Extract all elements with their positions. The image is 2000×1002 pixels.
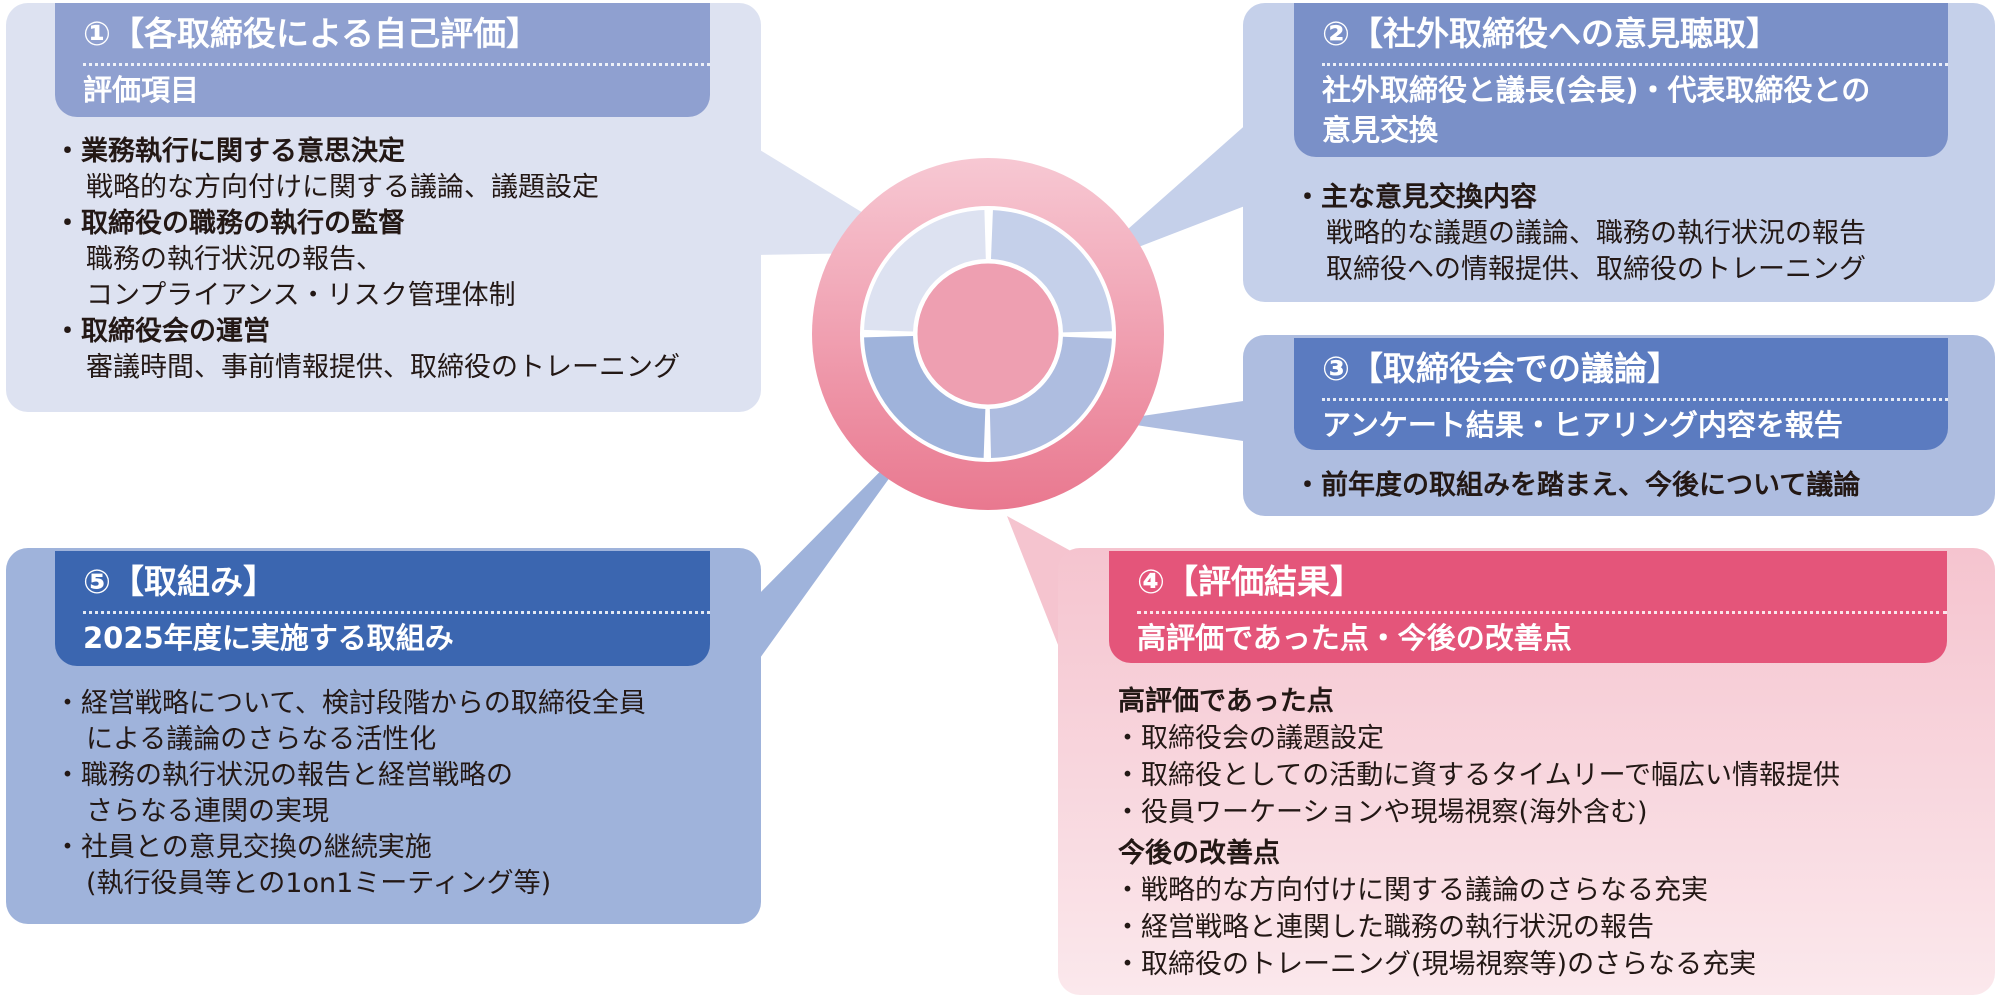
panel-subtitle: アンケート結果・ヒアリング内容を報告 — [1322, 408, 1843, 442]
outside-director-hearing-items: 主な意見交換内容 戦略的な議題の議論、職務の執行状況の報告 取締役への情報提供、… — [1298, 180, 1866, 288]
initiative-line: (執行役員等との1on1ミーティング等) — [86, 868, 552, 899]
good-point: 取締役としての活動に資するタイムリーで幅広い情報提供 — [1114, 757, 1840, 794]
initiative-line: 経営戦略について、検討段階からの取締役全員 — [54, 686, 646, 722]
item-line: コンプライアンス・リスク管理体制 — [86, 280, 516, 311]
item-heading: 業務執行に関する意思決定 — [54, 134, 680, 170]
improvement-point: 取締役のトレーニング(現場視察等)のさらなる充実 — [1114, 946, 1840, 983]
panel-title: ②【社外取締役への意見聴取】 — [1322, 9, 1948, 66]
panel-subtitle: 社外取締役と議長(会長)・代表取締役との — [1322, 73, 1871, 107]
self-evaluation-items: 業務執行に関する意思決定 戦略的な方向付けに関する議論、議題設定 取締役の職務の… — [58, 134, 680, 386]
panel-subtitle: 高評価であった点・今後の改善点 — [1137, 621, 1572, 655]
good-point: 取締役会の議題設定 — [1114, 720, 1840, 757]
item-line: 職務の執行状況の報告、 — [86, 244, 383, 275]
item-line: 審議時間、事前情報提供、取締役のトレーニング — [86, 352, 680, 383]
inner-circle — [914, 260, 1062, 408]
panel-title: ①【各取締役による自己評価】 — [83, 9, 710, 66]
evaluation-results-header: ④【評価結果】 高評価であった点・今後の改善点 — [1109, 551, 1947, 663]
item-line: 戦略的な議題の議論、職務の執行状況の報告 — [1326, 218, 1866, 249]
panel-title: ③【取締役会での議論】 — [1322, 344, 1948, 401]
initiatives-header: ⑤【取組み】 2025年度に実施する取組み — [55, 551, 710, 666]
item-line: 戦略的な方向付けに関する議論、議題設定 — [86, 172, 599, 203]
initiative-line: 職務の執行状況の報告と経営戦略の — [54, 758, 646, 794]
pointer-5 — [755, 420, 931, 665]
item-heading: 取締役会の運営 — [54, 314, 680, 350]
panel-subtitle: 2025年度に実施する取組み — [83, 621, 454, 655]
improvement-point: 戦略的な方向付けに関する議論のさらなる充実 — [1114, 872, 1840, 909]
panel-subtitle: 意見交換 — [1322, 113, 1439, 147]
panel-subtitle: 評価項目 — [83, 73, 200, 107]
panel-title: ④【評価結果】 — [1137, 557, 1947, 614]
initiatives-items: 経営戦略について、検討段階からの取締役全員 による議論のさらなる活性化 職務の執… — [58, 686, 646, 902]
outside-director-hearing-header: ②【社外取締役への意見聴取】 社外取締役と議長(会長)・代表取締役との 意見交換 — [1294, 3, 1948, 157]
good-point: 役員ワーケーションや現場視察(海外含む) — [1114, 794, 1840, 831]
initiative-line: による議論のさらなる活性化 — [86, 724, 437, 755]
evaluation-results-items: 高評価であった点 取締役会の議題設定 取締役としての活動に資するタイムリーで幅広… — [1118, 683, 1840, 983]
item-line: 取締役への情報提供、取締役のトレーニング — [1326, 254, 1866, 285]
initiative-line: さらなる連関の実現 — [86, 796, 329, 827]
good-points-heading: 高評価であった点 — [1118, 686, 1334, 717]
improvement-point: 経営戦略と連関した職務の執行状況の報告 — [1114, 909, 1840, 946]
board-discussion-header: ③【取締役会での議論】 アンケート結果・ヒアリング内容を報告 — [1294, 338, 1948, 450]
item-heading: 前年度の取組みを踏まえ、今後について議論 — [1294, 468, 1860, 504]
pointer-3 — [1109, 400, 1250, 442]
item-heading: 主な意見交換内容 — [1294, 180, 1866, 216]
initiative-line: 社員との意見交換の継続実施 — [54, 830, 646, 866]
panel-title: ⑤【取組み】 — [83, 557, 710, 614]
self-evaluation-header: ①【各取締役による自己評価】 評価項目 — [55, 3, 710, 117]
improvement-heading: 今後の改善点 — [1118, 838, 1280, 869]
item-heading: 取締役の職務の執行の監督 — [54, 206, 680, 242]
board-discussion-items: 前年度の取組みを踏まえ、今後について議論 — [1298, 468, 1860, 504]
